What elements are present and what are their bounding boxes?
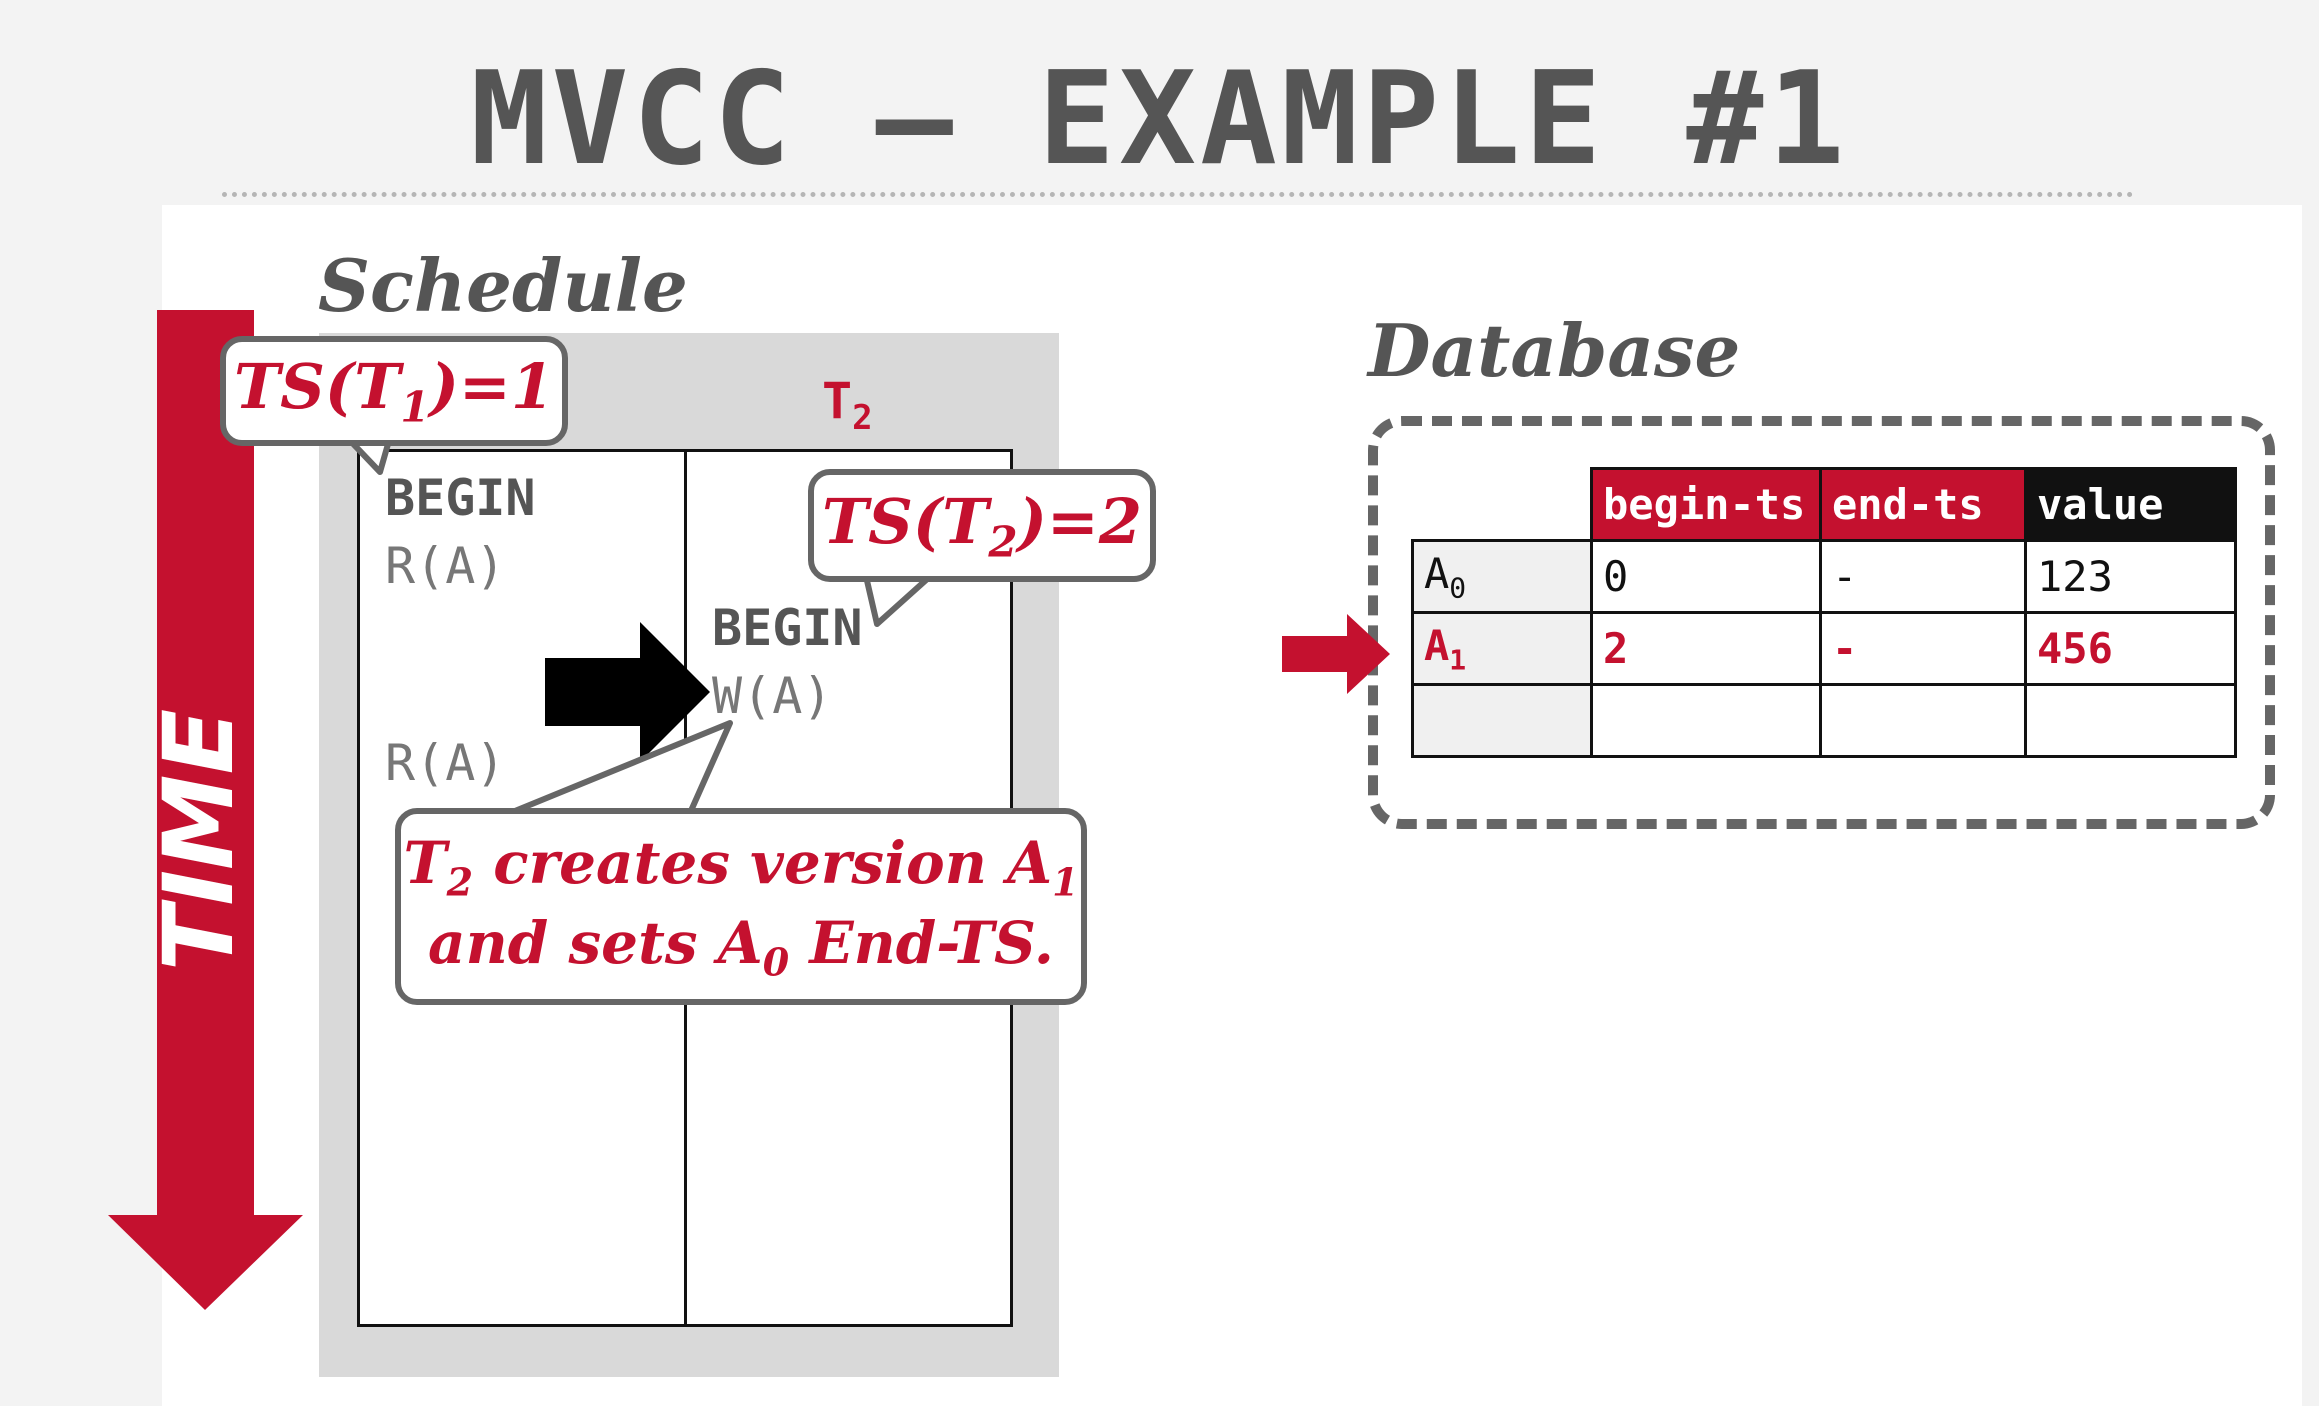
end-ts-cell: [1819, 683, 2027, 758]
table-row: A0 0 - 123: [1411, 539, 2237, 614]
t2-op-begin: BEGIN: [712, 599, 863, 657]
version-note-line-1: T2 creates version A1: [403, 829, 1079, 905]
version-cell: A0: [1411, 539, 1593, 614]
table-row-current: A1 2 - 456: [1411, 611, 2237, 686]
t1-op-read-1: R(A): [385, 537, 506, 595]
current-version-arrow-icon: [1282, 614, 1390, 694]
version-cell: A1: [1411, 611, 1593, 686]
current-step-arrow-icon: [545, 622, 710, 762]
table-row-empty: [1411, 683, 2237, 758]
ts-t2-callout-tail: [862, 572, 938, 627]
header-end-ts: end-ts: [1819, 467, 2027, 542]
ts-t1-callout-text: TS(T1)=1: [233, 350, 555, 432]
note-callout-tail: [507, 720, 733, 816]
end-ts-cell: -: [1819, 611, 2027, 686]
value-cell: 456: [2024, 611, 2237, 686]
t1-op-read-2: R(A): [385, 734, 506, 792]
t1-op-begin: BEGIN: [385, 469, 536, 527]
t2-column-header: T2: [822, 372, 873, 438]
version-note-line-2: and sets A0 End-TS.: [428, 908, 1054, 985]
header-blank: [1413, 469, 1592, 541]
value-cell: 123: [2024, 539, 2237, 614]
value-cell: [2024, 683, 2237, 758]
begin-ts-cell: 0: [1590, 539, 1822, 614]
end-ts-cell: -: [1819, 539, 2027, 614]
begin-ts-cell: [1590, 683, 1822, 758]
ts-t1-callout: TS(T1)=1: [220, 336, 568, 446]
ts-t2-callout: TS(T2)=2: [808, 469, 1156, 582]
version-note-callout: T2 creates version A1 and sets A0 End-TS…: [395, 808, 1087, 1005]
ts-t2-callout-text: TS(T2)=2: [821, 484, 1143, 567]
version-table-header: begin-ts end-ts value: [1413, 467, 2237, 542]
time-arrow-head: [108, 1215, 303, 1310]
header-begin-ts: begin-ts: [1590, 467, 1822, 542]
version-note-text: T2 creates version A1 and sets A0 End-TS…: [403, 827, 1078, 985]
time-arrow: TIME: [108, 310, 303, 1310]
version-cell: [1411, 683, 1593, 758]
title-divider: [222, 192, 2134, 197]
database-label: Database: [1368, 308, 1741, 393]
schedule-label: Schedule: [318, 243, 688, 328]
t2-op-write: W(A): [712, 667, 833, 725]
time-arrow-shaft: [157, 310, 254, 1215]
version-table: begin-ts end-ts value A0 0 - 123 A1 2 - …: [1411, 467, 2237, 758]
time-label: TIME: [143, 709, 255, 971]
slide-title: MVCC – EXAMPLE #1: [470, 45, 1849, 194]
database-frame: [1368, 416, 2275, 829]
begin-ts-cell: 2: [1590, 611, 1822, 686]
header-value: value: [2024, 467, 2237, 542]
